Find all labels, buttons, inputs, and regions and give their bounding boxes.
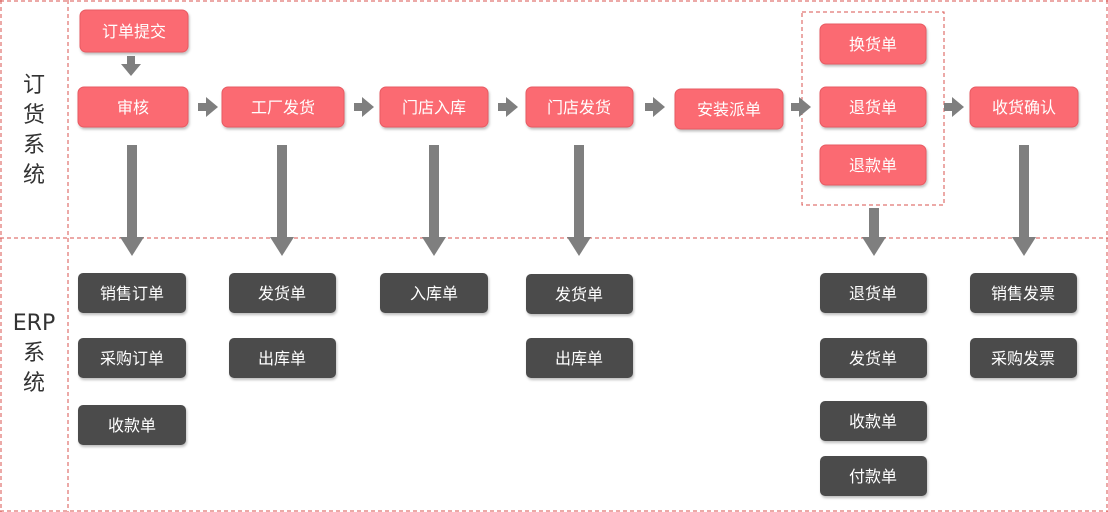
arrow-factory-to-storein bbox=[354, 97, 374, 117]
erp-boxes: 销售订单 采购订单 收款单 发货单 出库单 入库单 发货单 bbox=[78, 273, 1077, 496]
box-store-ship-label: 门店发货 bbox=[547, 98, 611, 117]
box-install-dispatch[interactable]: 安装派单 bbox=[674, 88, 784, 130]
lane-label-erp-char: ERP bbox=[13, 311, 55, 336]
arrow-aftersale-to-confirm bbox=[944, 97, 964, 117]
lane-label-ordering-char: 系 bbox=[23, 133, 45, 158]
erp-doc-payment[interactable]: 付款单 bbox=[820, 456, 927, 496]
box-exchange[interactable]: 换货单 bbox=[819, 23, 927, 65]
box-factory-ship[interactable]: 工厂发货 bbox=[221, 86, 345, 128]
box-review[interactable]: 审核 bbox=[77, 86, 189, 128]
erp-doc-purchase-order[interactable]: 采购订单 bbox=[78, 338, 186, 378]
lane-label-ordering-char: 货 bbox=[23, 103, 45, 128]
box-store-in[interactable]: 门店入库 bbox=[379, 86, 489, 128]
erp-doc-label: 出库单 bbox=[555, 349, 603, 368]
erp-doc-sales-invoice[interactable]: 销售发票 bbox=[970, 273, 1077, 313]
box-install-dispatch-label: 安装派单 bbox=[697, 100, 761, 119]
box-factory-ship-label: 工厂发货 bbox=[251, 98, 315, 117]
arrow-install-to-aftersale bbox=[791, 97, 811, 117]
erp-doc-label: 销售订单 bbox=[100, 284, 164, 303]
erp-doc-label: 发货单 bbox=[555, 285, 603, 304]
erp-doc-label: 采购发票 bbox=[991, 349, 1055, 368]
erp-doc-purchase-invoice[interactable]: 采购发票 bbox=[970, 338, 1077, 378]
box-refund[interactable]: 退款单 bbox=[819, 144, 927, 186]
box-receipt-confirm-label: 收货确认 bbox=[992, 98, 1056, 117]
erp-doc-delivery-note[interactable]: 发货单 bbox=[820, 338, 927, 378]
erp-doc-label: 发货单 bbox=[849, 349, 897, 368]
box-return-label: 退货单 bbox=[849, 98, 897, 117]
erp-doc-label: 收款单 bbox=[849, 412, 897, 431]
ordering-boxes: 订单提交 审核 工厂发货 门店入库 门店发货 安装派单 换货单 退货单 bbox=[77, 9, 1079, 186]
down-arrow-storein bbox=[422, 145, 446, 256]
erp-doc-outbound[interactable]: 出库单 bbox=[229, 338, 336, 378]
erp-doc-label: 入库单 bbox=[410, 284, 458, 303]
flow-arrows bbox=[198, 97, 964, 117]
down-arrow-factory bbox=[270, 145, 294, 256]
erp-doc-delivery-note[interactable]: 发货单 bbox=[229, 273, 336, 313]
erp-doc-receipt[interactable]: 收款单 bbox=[820, 401, 927, 441]
lane-label-ordering-char: 订 bbox=[23, 73, 45, 98]
erp-doc-label: 退货单 bbox=[849, 284, 897, 303]
erp-doc-label: 收款单 bbox=[108, 416, 156, 435]
arrow-review-to-factory bbox=[198, 97, 218, 117]
lane-label-erp-char: 系 bbox=[23, 341, 45, 366]
erp-doc-outbound[interactable]: 出库单 bbox=[526, 338, 633, 378]
down-arrow-aftersale bbox=[862, 208, 886, 256]
lane-label-erp-char: 统 bbox=[23, 371, 45, 396]
box-store-in-label: 门店入库 bbox=[402, 98, 466, 117]
erp-doc-delivery-note[interactable]: 发货单 bbox=[526, 274, 633, 314]
erp-doc-label: 发货单 bbox=[258, 284, 306, 303]
arrow-submit-to-review bbox=[121, 56, 141, 76]
down-arrow-storeship bbox=[567, 145, 591, 256]
erp-doc-inbound[interactable]: 入库单 bbox=[380, 273, 488, 313]
box-order-submit-label: 订单提交 bbox=[102, 22, 166, 41]
box-order-submit[interactable]: 订单提交 bbox=[79, 9, 189, 53]
lane-label-erp: ERP 系 统 bbox=[13, 311, 55, 396]
arrow-storein-to-storeship bbox=[498, 97, 518, 117]
down-arrows bbox=[120, 145, 1036, 256]
lane-label-ordering: 订 货 系 统 bbox=[23, 73, 45, 188]
box-refund-label: 退款单 bbox=[849, 156, 897, 175]
box-exchange-label: 换货单 bbox=[849, 35, 897, 54]
down-arrow-confirm bbox=[1012, 145, 1036, 256]
box-return[interactable]: 退货单 bbox=[819, 86, 927, 128]
erp-doc-receipt[interactable]: 收款单 bbox=[78, 405, 186, 445]
erp-doc-label: 出库单 bbox=[258, 349, 306, 368]
lane-label-ordering-char: 统 bbox=[23, 163, 45, 188]
arrow-storeship-to-install bbox=[645, 97, 665, 117]
erp-doc-label: 采购订单 bbox=[100, 349, 164, 368]
down-arrow-review bbox=[120, 145, 144, 256]
box-store-ship[interactable]: 门店发货 bbox=[525, 86, 634, 128]
erp-doc-label: 付款单 bbox=[849, 467, 897, 486]
box-review-label: 审核 bbox=[117, 98, 149, 117]
box-receipt-confirm[interactable]: 收货确认 bbox=[969, 86, 1079, 128]
erp-doc-label: 销售发票 bbox=[991, 284, 1055, 303]
erp-doc-sales-order[interactable]: 销售订单 bbox=[78, 273, 186, 313]
erp-doc-return[interactable]: 退货单 bbox=[820, 273, 927, 313]
